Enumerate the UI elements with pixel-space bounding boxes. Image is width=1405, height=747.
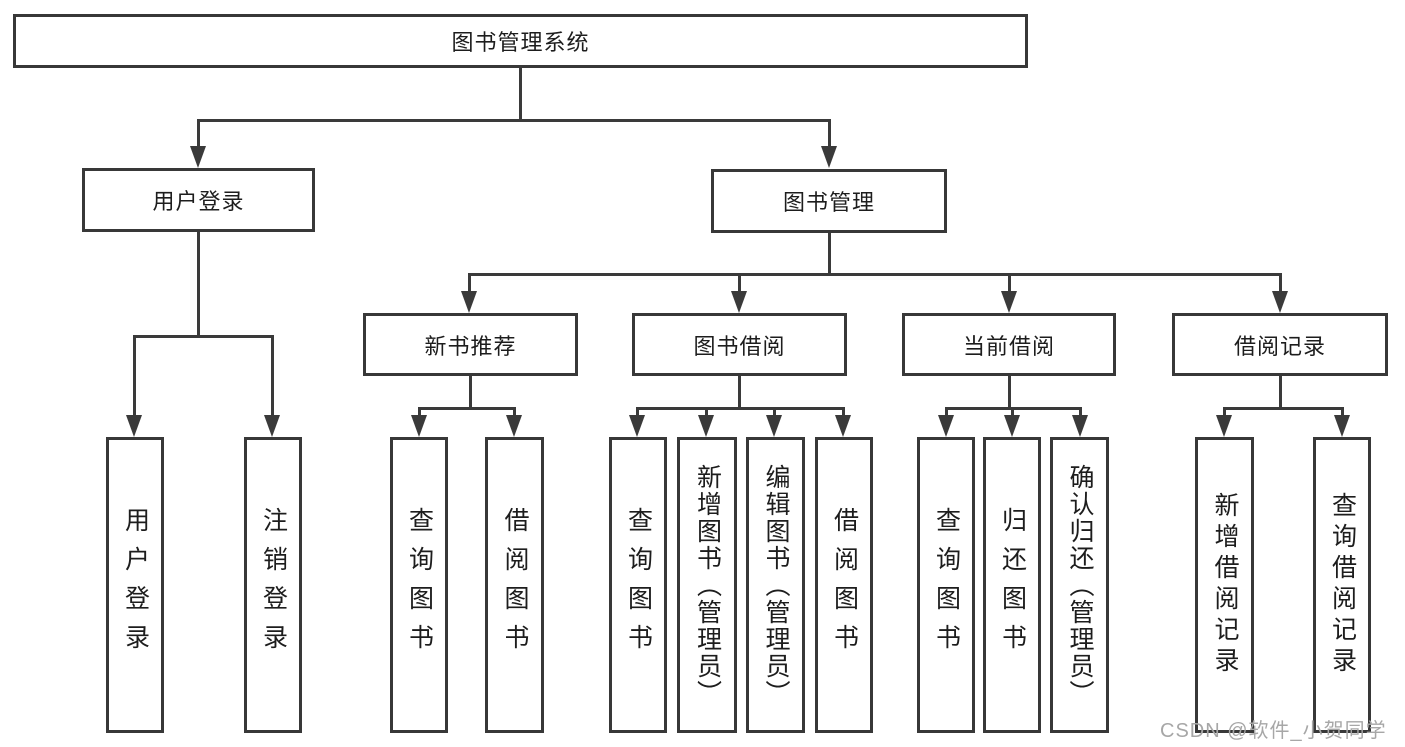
arrowhead-down [821, 146, 837, 168]
arrowhead-down [766, 415, 782, 437]
arrowhead-down [506, 415, 522, 437]
connector-line [197, 119, 831, 122]
node-borrow-records: 借阅记录 [1172, 313, 1388, 376]
arrowhead-down [1004, 415, 1020, 437]
connector-line [468, 273, 1281, 276]
node-new-book-recommend: 新书推荐 [363, 313, 578, 376]
node-book-borrow: 图书借阅 [632, 313, 847, 376]
leaf-current-return-book: 归还图书 [983, 437, 1041, 733]
connector-line [636, 407, 844, 410]
connector-line [468, 273, 471, 291]
node-user-login: 用户登录 [82, 168, 315, 232]
connector-line [828, 119, 831, 147]
connector-line [1008, 376, 1011, 407]
connector-line [418, 407, 421, 415]
connector-line [773, 407, 776, 415]
connector-line [1223, 407, 1226, 415]
arrowhead-down [731, 291, 747, 313]
connector-line [513, 407, 516, 415]
arrowhead-down [264, 415, 280, 437]
arrowhead-down [835, 415, 851, 437]
connector-line [133, 335, 274, 338]
connector-line [945, 407, 948, 415]
connector-line [197, 119, 200, 147]
leaf-borrow-query-book: 查询图书 [609, 437, 667, 733]
arrowhead-down [698, 415, 714, 437]
leaf-current-confirm-return-admin: 确认归还（管理员） [1050, 437, 1109, 733]
arrowhead-down [461, 291, 477, 313]
arrowhead-down [1334, 415, 1350, 437]
connector-line [1011, 407, 1014, 415]
arrowhead-down [411, 415, 427, 437]
connector-line [1008, 273, 1011, 291]
leaf-recommend-borrow-book: 借阅图书 [485, 437, 544, 733]
leaf-borrow-edit-book-admin: 编辑图书（管理员） [746, 437, 805, 733]
leaf-user-login: 用户登录 [106, 437, 164, 733]
leaf-recommend-query-book: 查询图书 [390, 437, 448, 733]
connector-line [418, 407, 515, 410]
node-book-management: 图书管理 [711, 169, 947, 233]
node-current-borrow: 当前借阅 [902, 313, 1116, 376]
arrowhead-down [1072, 415, 1088, 437]
connector-line [1223, 407, 1343, 410]
leaf-borrow-add-book-admin: 新增图书（管理员） [677, 437, 737, 733]
connector-line [1079, 407, 1082, 415]
leaf-current-query-book: 查询图书 [917, 437, 975, 733]
arrowhead-down [126, 415, 142, 437]
node-library-system: 图书管理系统 [13, 14, 1028, 68]
arrowhead-down [938, 415, 954, 437]
connector-line [738, 273, 741, 291]
connector-line [197, 232, 200, 335]
connector-line [271, 335, 274, 415]
connector-line [842, 407, 845, 415]
arrowhead-down [1272, 291, 1288, 313]
connector-line [519, 68, 522, 119]
watermark: CSDN @软件_小贺同学 [1160, 720, 1387, 742]
leaf-borrow-borrow-book: 借阅图书 [815, 437, 873, 733]
connector-line [1279, 273, 1282, 291]
connector-line [1279, 376, 1282, 407]
connector-line [636, 407, 639, 415]
connector-line [828, 233, 831, 273]
arrowhead-down [190, 146, 206, 168]
arrowhead-down [629, 415, 645, 437]
connector-line [705, 407, 708, 415]
connector-line [133, 335, 136, 415]
connector-line [469, 376, 472, 407]
arrowhead-down [1001, 291, 1017, 313]
connector-line [1341, 407, 1344, 415]
arrowhead-down [1216, 415, 1232, 437]
connector-line [738, 376, 741, 407]
leaf-records-query-record: 查询借阅记录 [1313, 437, 1371, 733]
leaf-records-add-record: 新增借阅记录 [1195, 437, 1254, 733]
leaf-logout-login: 注销登录 [244, 437, 302, 733]
